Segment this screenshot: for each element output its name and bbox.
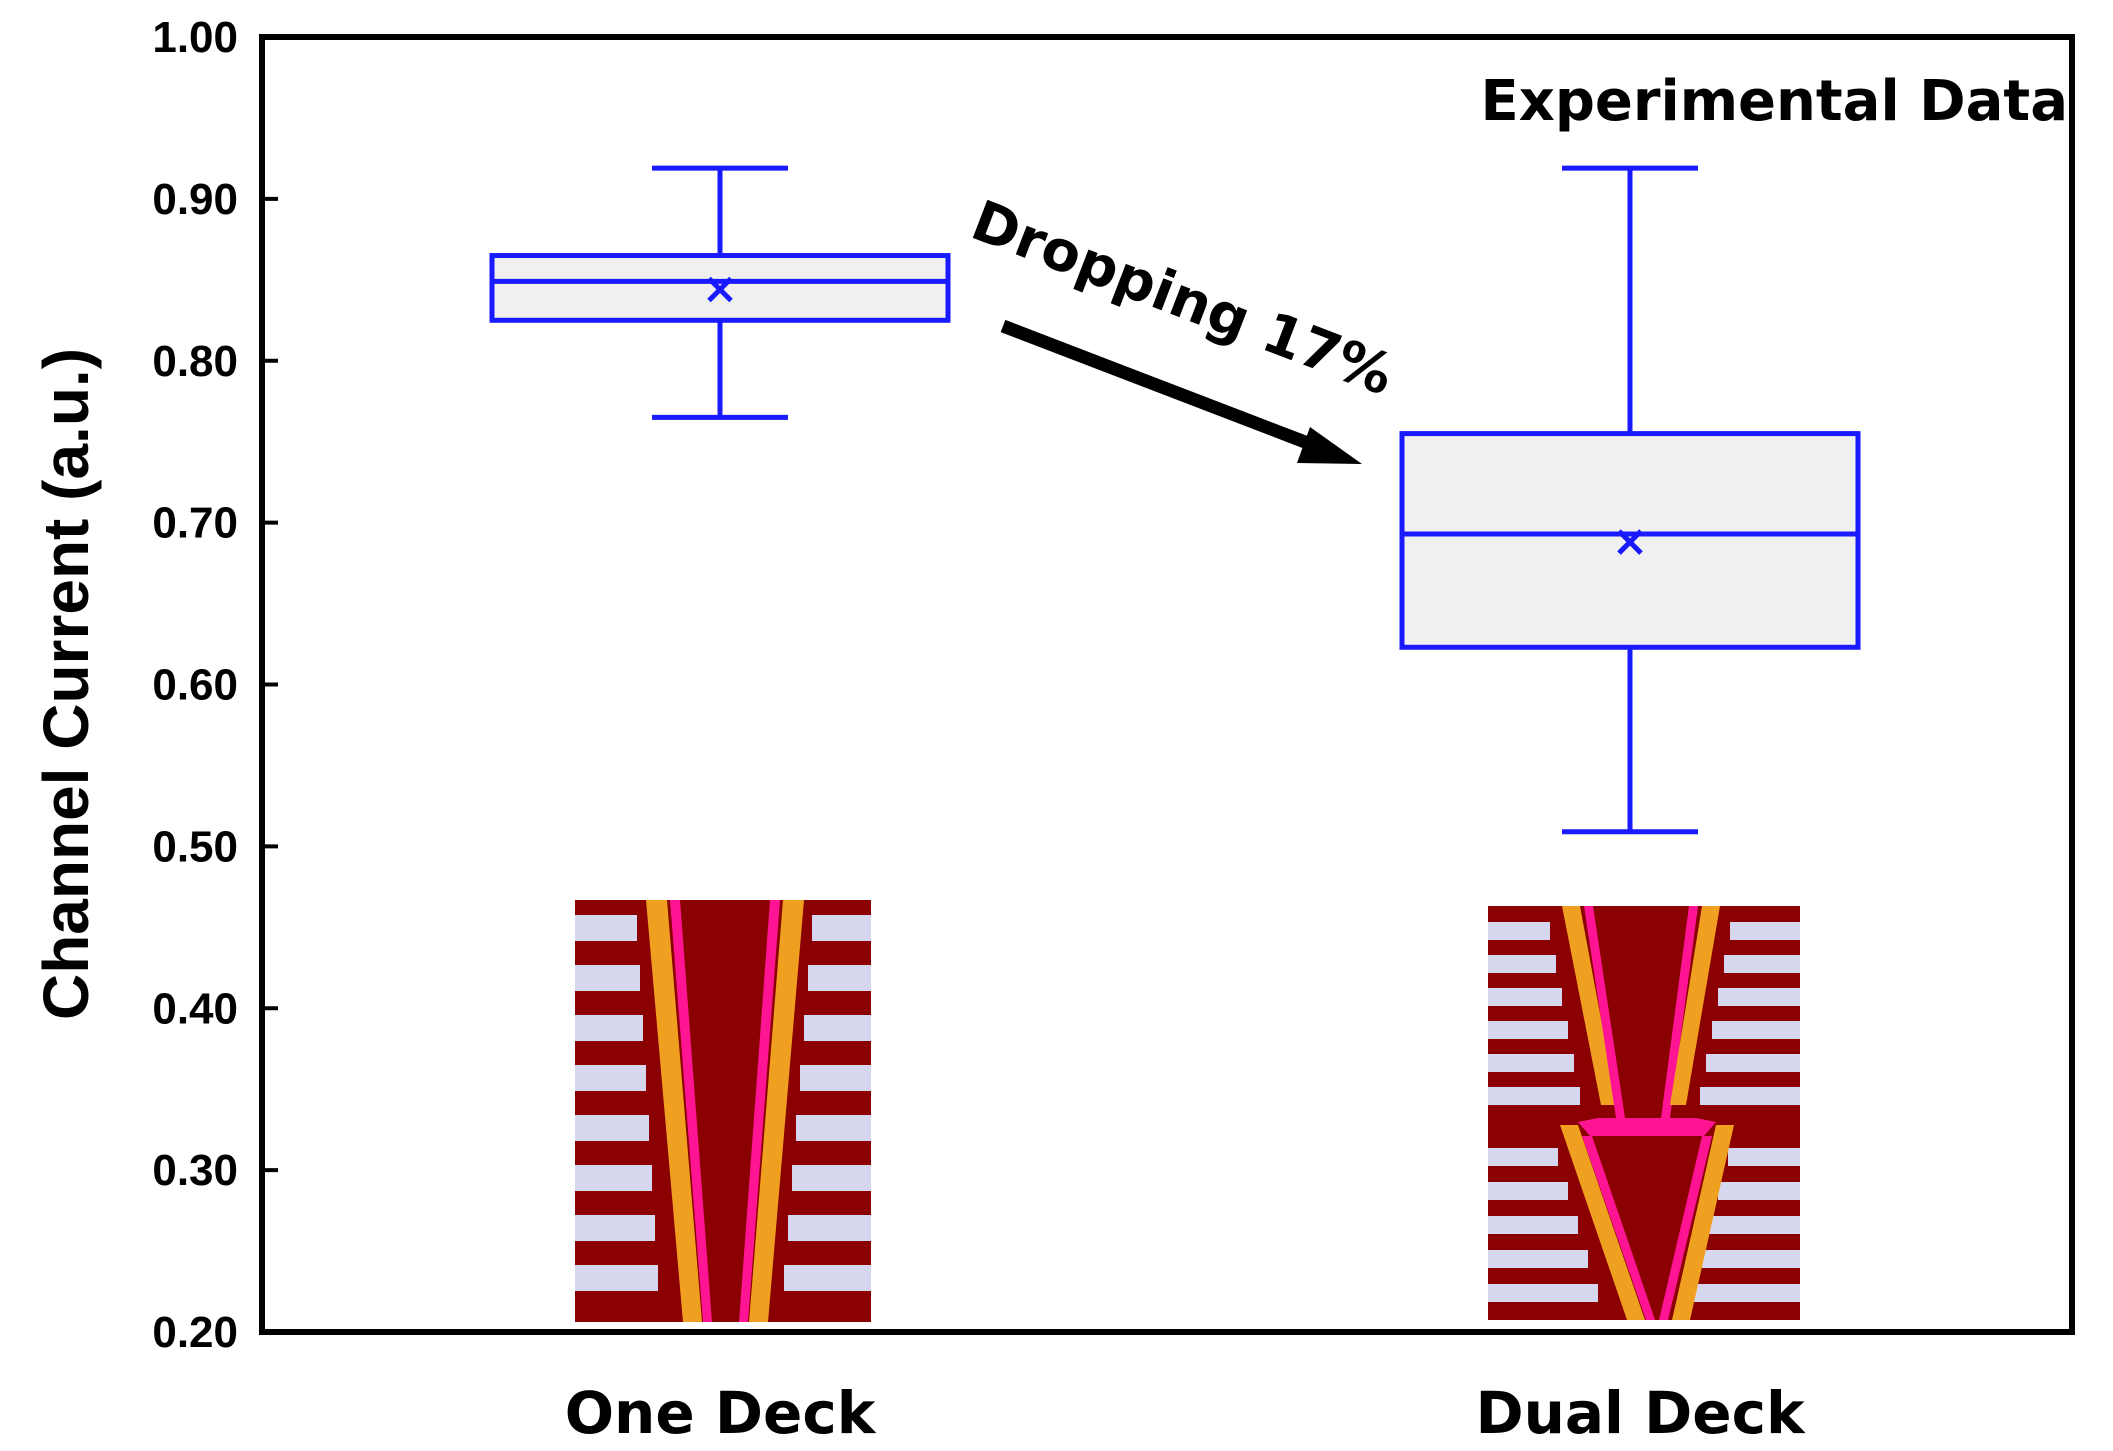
word-line-stripe bbox=[575, 1215, 655, 1241]
word-line-stripe bbox=[812, 915, 871, 941]
word-line-stripe bbox=[1730, 922, 1800, 940]
one-deck-schematic-inset bbox=[575, 900, 871, 1322]
y-tick-label: 1.00 bbox=[152, 13, 238, 62]
word-line-stripe bbox=[1488, 1148, 1558, 1166]
dual-deck-schematic-inset bbox=[1488, 906, 1800, 1320]
word-line-stripe bbox=[1488, 1054, 1574, 1072]
word-line-stripe bbox=[575, 1065, 646, 1091]
word-line-stripe bbox=[1488, 1087, 1580, 1105]
word-line-stripe bbox=[808, 965, 871, 991]
word-line-stripe bbox=[1488, 1284, 1598, 1302]
mean-marker bbox=[1617, 529, 1643, 555]
word-line-stripe bbox=[1488, 988, 1562, 1006]
y-tick-label: 0.20 bbox=[152, 1308, 238, 1357]
word-line-stripe bbox=[800, 1065, 871, 1091]
word-line-stripe bbox=[1706, 1054, 1800, 1072]
word-line-stripe bbox=[1488, 1250, 1588, 1268]
y-axis-title: Channel Current (a.u.) bbox=[30, 348, 102, 1020]
word-line-stripe bbox=[796, 1115, 871, 1141]
word-line-stripe bbox=[1718, 1182, 1800, 1200]
drop-arrow bbox=[1000, 319, 1362, 464]
mean-marker bbox=[707, 276, 733, 303]
y-tick-label: 0.40 bbox=[152, 984, 238, 1033]
category-label-one-deck: One Deck bbox=[565, 1379, 877, 1447]
word-line-stripe bbox=[1718, 988, 1800, 1006]
y-tick-label: 0.30 bbox=[152, 1146, 238, 1195]
word-line-stripe bbox=[1700, 1087, 1800, 1105]
word-line-stripe bbox=[1688, 1284, 1800, 1302]
y-tick-label: 0.50 bbox=[152, 822, 238, 871]
y-tick-label: 0.70 bbox=[152, 499, 238, 548]
drop-annotation-text: Dropping 17% bbox=[963, 188, 1402, 408]
box-series bbox=[489, 165, 1861, 835]
word-line-stripe bbox=[1728, 1148, 1800, 1166]
word-line-stripe bbox=[575, 1265, 658, 1291]
word-line-stripe bbox=[1708, 1216, 1800, 1234]
y-tick-label: 0.60 bbox=[152, 661, 238, 710]
word-line-stripe bbox=[784, 1265, 871, 1291]
word-line-stripe bbox=[1712, 1021, 1800, 1039]
word-line-stripe bbox=[575, 1115, 649, 1141]
word-line-stripe bbox=[575, 915, 637, 941]
experimental-data-label: Experimental Data bbox=[1480, 69, 2068, 134]
word-line-stripe bbox=[1488, 922, 1550, 940]
y-axis-ticks: 0.20 0.30 0.40 0.50 0.60 0.70 0.80 0.90 1.00 bbox=[152, 13, 278, 1357]
y-tick-label: 0.90 bbox=[152, 175, 238, 224]
category-label-dual-deck: Dual Deck bbox=[1475, 1379, 1806, 1447]
word-line-stripe bbox=[1724, 955, 1800, 973]
word-line-stripe bbox=[1488, 1216, 1578, 1234]
word-line-stripe bbox=[804, 1015, 871, 1041]
y-tick-label: 0.80 bbox=[152, 337, 238, 386]
word-line-stripe bbox=[792, 1165, 871, 1191]
word-line-stripe bbox=[1488, 1182, 1568, 1200]
word-line-stripe bbox=[575, 1165, 652, 1191]
plot-frame bbox=[259, 34, 2075, 1335]
word-line-stripe bbox=[575, 1015, 643, 1041]
word-line-stripe bbox=[575, 965, 640, 991]
box-dual-deck bbox=[1399, 165, 1861, 835]
box-one-deck bbox=[489, 165, 951, 420]
word-line-stripe bbox=[1698, 1250, 1800, 1268]
word-line-stripe bbox=[788, 1215, 871, 1241]
word-line-stripe bbox=[1488, 1021, 1568, 1039]
word-line-stripe bbox=[1488, 955, 1556, 973]
